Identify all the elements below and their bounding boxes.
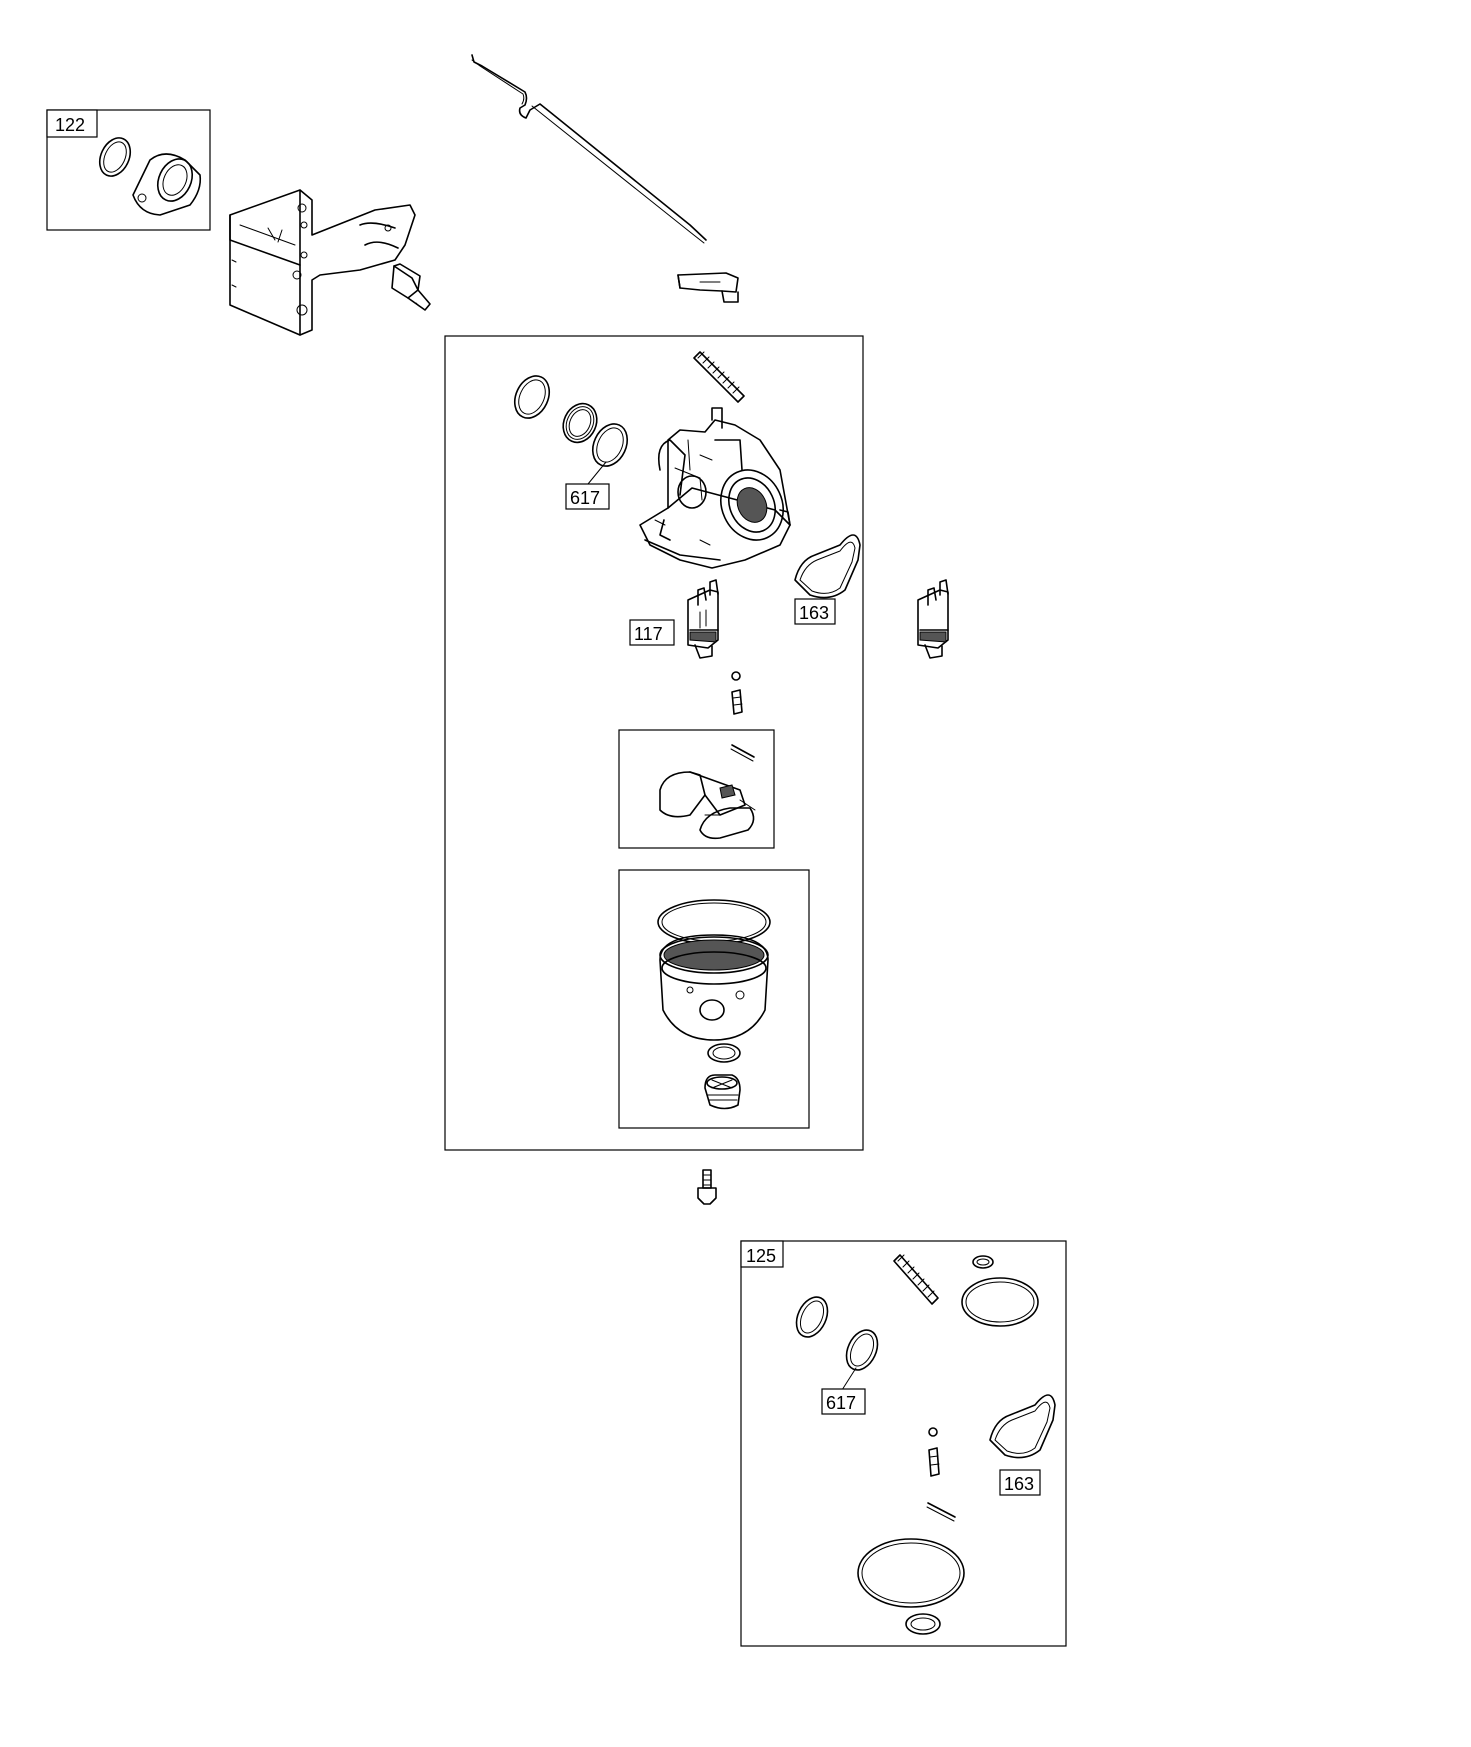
callout-163-kit[interactable]: 163 [1004,1474,1034,1494]
kit-small-o-ring [972,1255,994,1269]
leader-617-kit [841,1367,857,1391]
control-bracket [229,189,416,336]
gasket-ring [98,137,132,177]
o-ring-617 [591,423,629,467]
carburetor-body [639,407,791,569]
o-ring-2 [562,402,598,444]
kit-gasket-163 [989,1394,1056,1459]
kit-bowl-gasket-ring [961,1277,1039,1327]
carburetor-assembly-box: 617 163 [444,335,864,1151]
callout-122[interactable]: 122 [55,115,85,135]
kit-needle [928,1427,940,1477]
link-clip [677,272,739,303]
kit-125-box: 125 617 [740,1240,1067,1647]
primer-part-alt [917,579,949,659]
kit-bowl-nut-washer [905,1613,941,1635]
governor-link-rod [471,54,707,244]
callout-117[interactable]: 117 [634,624,663,644]
bracket-bolt [391,263,431,311]
kit-large-o-ring [857,1538,965,1608]
leader-617 [587,461,607,485]
inlet-needle [731,671,743,715]
kit-o-ring-617 [845,1329,879,1371]
kit-pin [926,1502,956,1522]
kit-o-ring-1 [795,1296,829,1338]
o-ring-1 [513,375,551,419]
callout-617-kit[interactable]: 617 [826,1393,856,1413]
intake-elbow [132,153,202,216]
callout-125[interactable]: 125 [746,1246,776,1266]
callout-617[interactable]: 617 [570,488,600,508]
part-117 [687,579,719,659]
float-box [618,729,775,849]
throttle-spring [693,351,745,403]
gasket-163 [794,534,861,599]
kit-spring [893,1254,939,1305]
callout-163[interactable]: 163 [799,603,829,623]
kit-122-box: 122 [46,109,211,231]
carburetor-bolt [697,1169,717,1205]
float-bowl-box [618,869,810,1129]
